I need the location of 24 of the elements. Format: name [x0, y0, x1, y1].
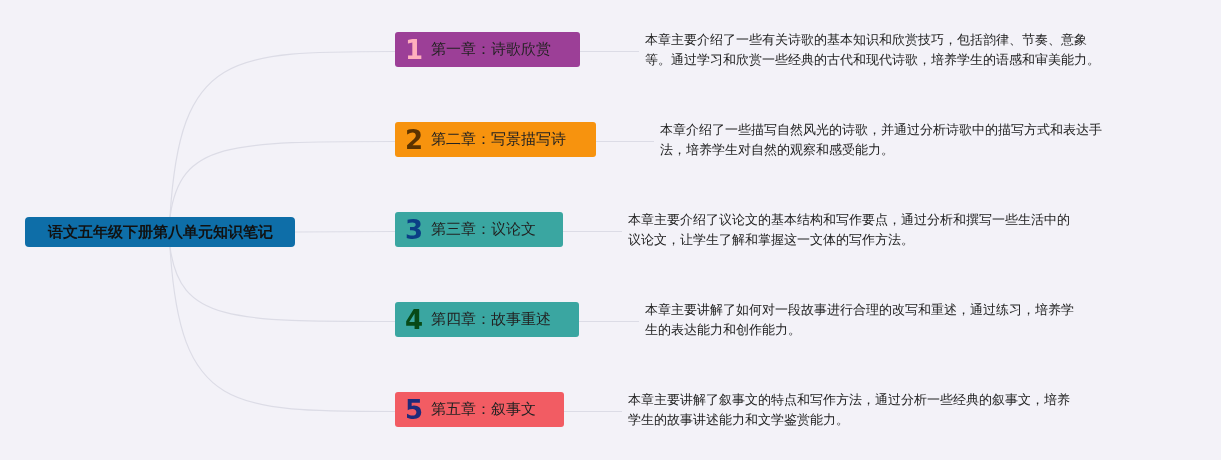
- chapter-number: 1: [405, 36, 424, 63]
- chapter-number: 2: [405, 126, 424, 153]
- chapter-summary: 本章主要介绍了议论文的基本结构和写作要点，通过分析和撰写一些生活中的议论文，让学生了解和掌握这一文体的写作方法。: [628, 210, 1074, 252]
- connector-line: [169, 140, 396, 218]
- chapter-number: 4: [405, 306, 424, 333]
- chapter-number: 5: [405, 396, 424, 423]
- chapter-summary: 本章主要讲解了如何对一段故事进行合理的改写和重述，通过练习，培养学生的表达能力和创作能力。: [645, 300, 1077, 342]
- chapter-title: 第二章：写景描写诗: [431, 130, 567, 149]
- chapter-title: 第四章：故事重述: [431, 310, 552, 329]
- chapter-box: [395, 122, 596, 157]
- chapter-number: 3: [405, 216, 424, 243]
- chapter-box: [395, 302, 579, 337]
- chapter-summary: 本章主要介绍了一些有关诗歌的基本知识和欣赏技巧，包括韵律、节奏、意象等。通过学习和欣赏一些经典的古代和现代诗歌，培养学生的语感和审美能力。: [645, 30, 1103, 72]
- chapter-title: 第一章：诗歌欣赏: [431, 40, 552, 59]
- chapter-summary: 本章介绍了一些描写自然风光的诗歌，并通过分析诗歌中的描写方式和表达手法，培养学生对自然的观察和感受能力。: [660, 120, 1106, 162]
- chapter-box: [395, 32, 580, 67]
- chapter-box: [395, 212, 563, 247]
- chapter-title: 第五章：叙事文: [431, 400, 537, 419]
- root-topic-box: 语文五年级下册第八单元知识笔记: [25, 217, 295, 247]
- chapter-title: 第三章：议论文: [431, 220, 537, 239]
- connector-line: [169, 246, 396, 413]
- chapter-box: [395, 392, 564, 427]
- connector-line: [169, 50, 396, 218]
- chapter-summary: 本章主要讲解了叙事文的特点和写作方法，通过分析一些经典的叙事文，培养学生的故事讲述能力和文学鉴赏能力。: [628, 390, 1074, 432]
